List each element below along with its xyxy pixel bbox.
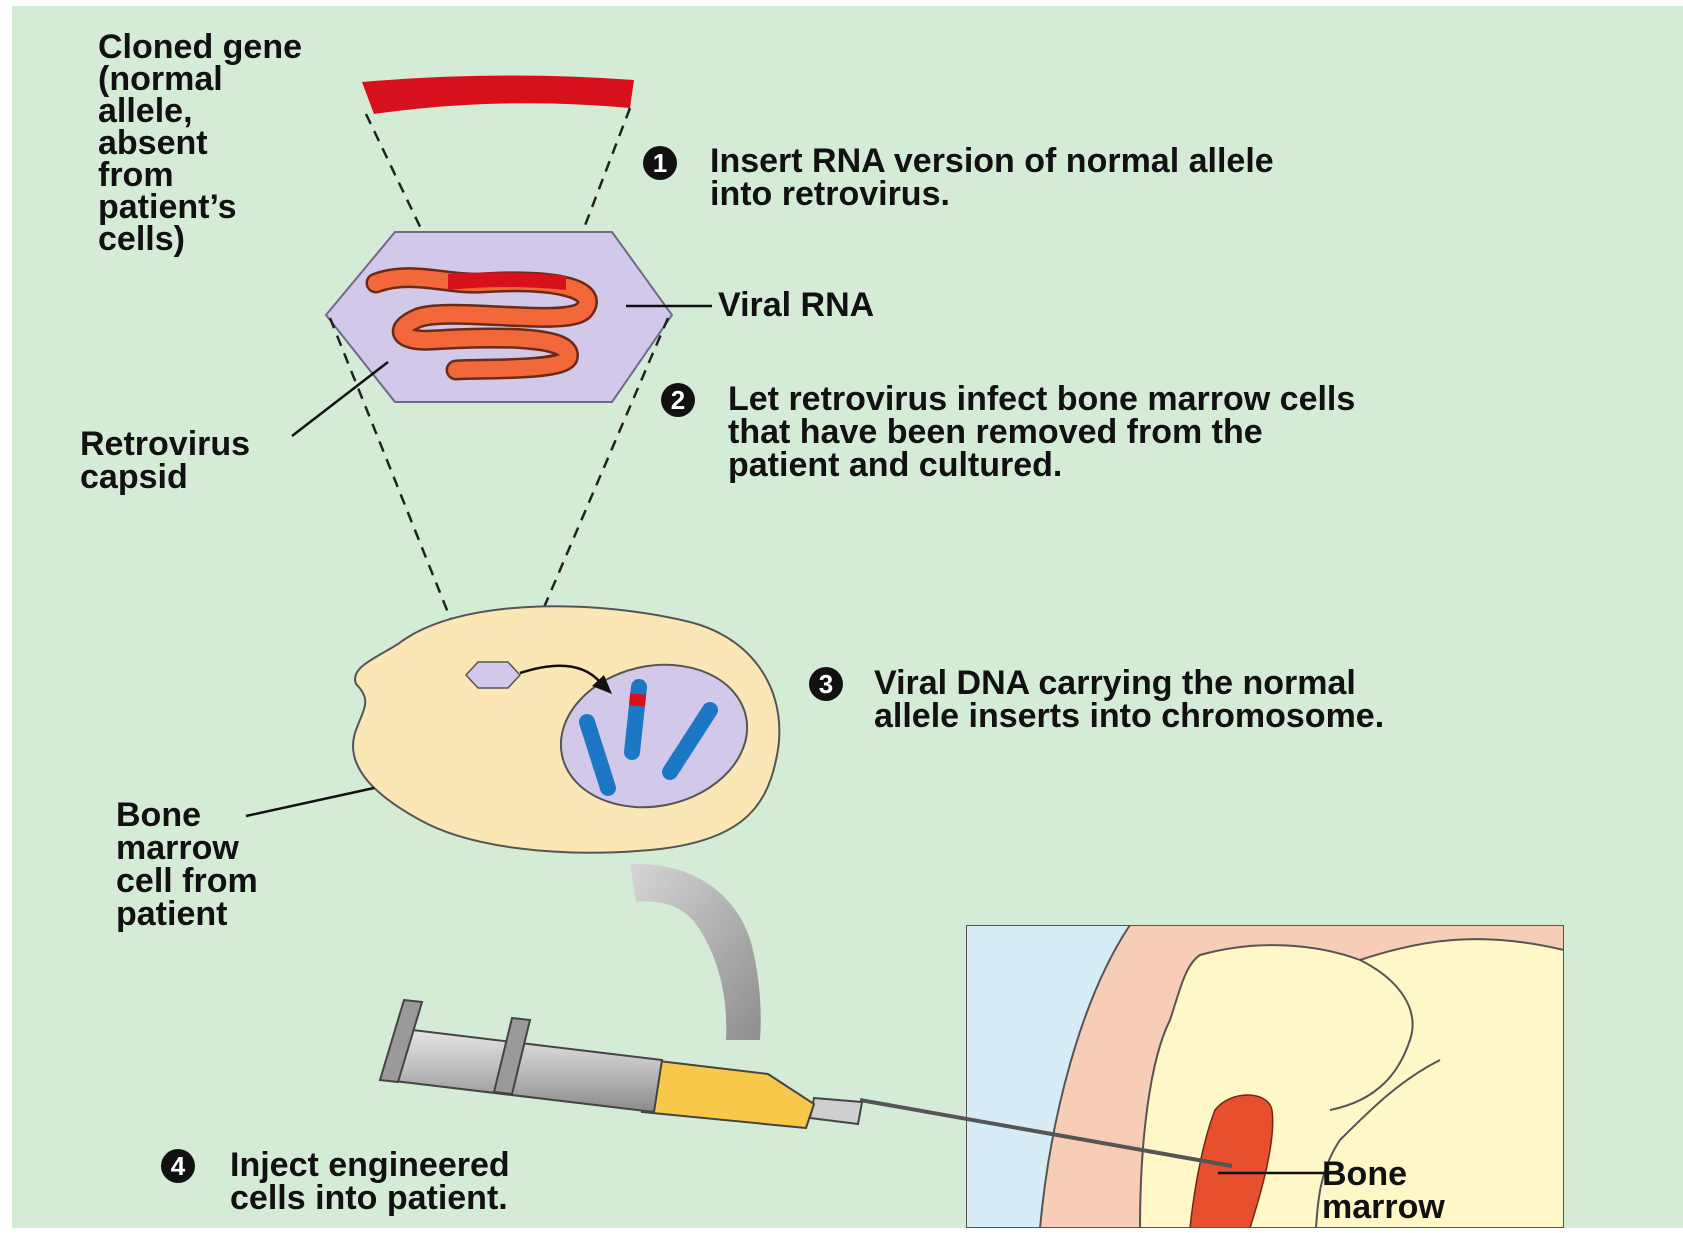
step-number: 2 [671, 385, 685, 415]
label-retrovirus-capsid-line: capsid [80, 458, 188, 496]
step-text: Viral DNA carrying the normal allele ins… [874, 664, 1384, 735]
label-bone-marrow-line: marrow [1322, 1188, 1445, 1226]
inserted-allele-on-chromosome [637, 694, 638, 706]
step-3: 3 Viral DNA carrying the normal allele i… [809, 664, 1384, 735]
virus-particle [466, 662, 520, 688]
step-number: 4 [171, 1151, 186, 1181]
step-text: Inject engineered cells into patient. [230, 1146, 519, 1217]
label-viral-rna: Viral RNA [718, 286, 874, 324]
step-number: 1 [653, 148, 667, 178]
label-cloned-gene-line: cells) [98, 220, 185, 258]
label-bone-marrow-cell-line: patient [116, 895, 227, 933]
step-text-line: patient and cultured. [728, 446, 1062, 484]
step-text-line: into retrovirus. [710, 175, 950, 213]
step-text-line: cells into patient. [230, 1179, 508, 1217]
step-number: 3 [819, 669, 833, 699]
bone-inset [966, 925, 1564, 1228]
step-text-line: allele inserts into chromosome. [874, 697, 1384, 735]
